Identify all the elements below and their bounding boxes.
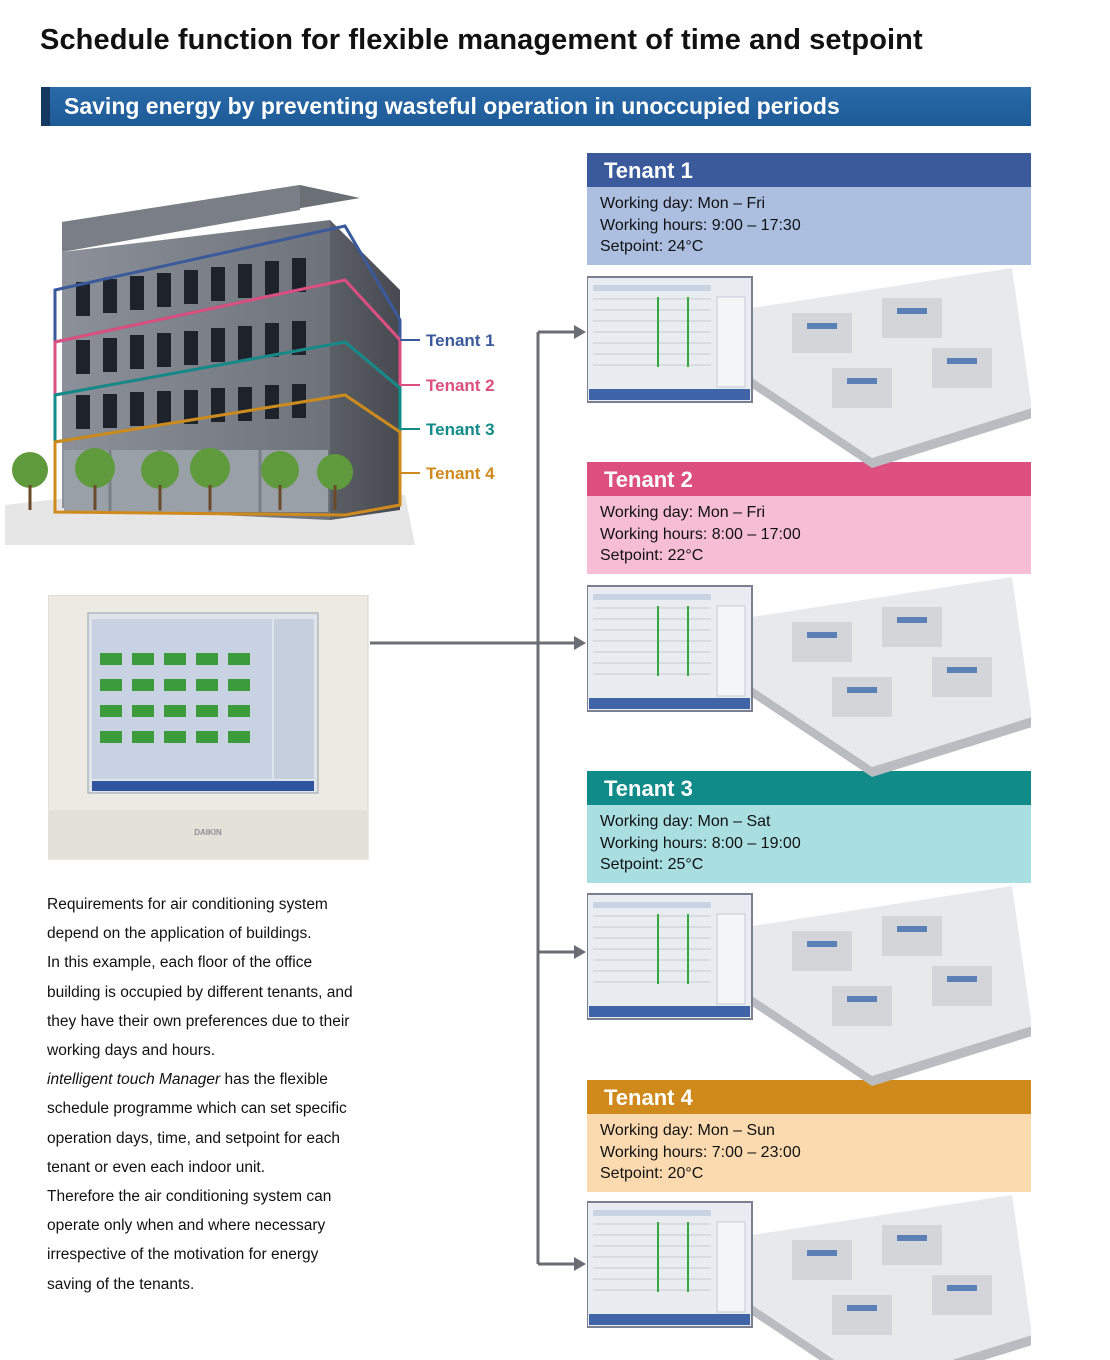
subtitle-banner: Saving energy by preventing wasteful ope… xyxy=(41,87,1031,126)
body-line: depend on the application of buildings. xyxy=(47,925,312,943)
arrow-right-icon xyxy=(574,945,586,959)
tenant-1-working-day: Working day: Mon – Fri xyxy=(600,195,766,212)
tenant-4-info: Working day: Mon – Sun Working hours: 7:… xyxy=(587,1114,1031,1192)
body-line: irrespective of the motivation for energ… xyxy=(47,1246,319,1264)
schedule-screen-image xyxy=(587,893,753,1020)
tenant-3-working-day: Working day: Mon – Sat xyxy=(600,813,771,830)
building-image xyxy=(5,185,420,545)
arrow-right-icon xyxy=(574,636,586,650)
tenant-2-working-day: Working day: Mon – Fri xyxy=(600,504,766,521)
arrow-right-icon xyxy=(574,325,586,339)
body-line: working days and hours. xyxy=(47,1042,216,1060)
tenant-4-header: Tenant 4 xyxy=(587,1080,1031,1114)
tenant-4-working-hours: Working hours: 7:00 – 23:00 xyxy=(600,1143,801,1161)
description-text: Requirements for air conditioning system… xyxy=(47,890,407,1299)
body-line: has the flexible xyxy=(220,1071,328,1089)
tenant-illustrations xyxy=(587,268,1031,1360)
tenant-3-working-hours: Working hours: 8:00 – 19:00 xyxy=(600,834,801,852)
tenant-1-info: Working day: Mon – Fri Working hours: 9:… xyxy=(587,187,1031,265)
building-label-tenant-3: Tenant 3 xyxy=(426,420,495,439)
touch-controller-image: DAIKIN xyxy=(48,595,369,860)
tenant-2-info: Working day: Mon – Fri Working hours: 8:… xyxy=(587,496,1031,574)
tenant-1-setpoint: Setpoint: 24°C xyxy=(600,238,704,255)
product-name: intelligent touch Manager xyxy=(47,1071,221,1089)
body-line: tenant or even each indoor unit. xyxy=(47,1158,266,1176)
tenant-4-working-day: Working day: Mon – Sun xyxy=(600,1122,775,1139)
subtitle-text: Saving energy by preventing wasteful ope… xyxy=(64,93,840,119)
tenant-3-header: Tenant 3 xyxy=(587,771,1031,805)
page-title: Schedule function for flexible managemen… xyxy=(40,24,923,56)
schedule-screen-image xyxy=(587,276,753,403)
body-line: they have their own preferences due to t… xyxy=(47,1012,350,1030)
tenant-3-info: Working day: Mon – Sat Working hours: 8:… xyxy=(587,805,1031,883)
tenant-1-header: Tenant 1 xyxy=(587,153,1031,187)
arrow-right-icon xyxy=(574,1257,586,1271)
device-brand: DAIKIN xyxy=(194,828,222,837)
tenant-2-setpoint: Setpoint: 22°C xyxy=(600,547,704,564)
schedule-screen-image xyxy=(587,1201,753,1328)
tenant-1-working-hours: Working hours: 9:00 – 17:30 xyxy=(600,216,801,234)
connector-arrows xyxy=(370,325,586,1271)
body-line: schedule programme which can set specifi… xyxy=(47,1100,347,1118)
body-line: Requirements for air conditioning system xyxy=(47,896,328,913)
body-line: In this example, each floor of the offic… xyxy=(47,954,313,972)
tenant-2-working-hours: Working hours: 8:00 – 17:00 xyxy=(600,525,801,543)
building-label-tenant-2: Tenant 2 xyxy=(426,376,495,395)
tenant-2-header: Tenant 2 xyxy=(587,462,1031,496)
tenant-3-setpoint: Setpoint: 25°C xyxy=(600,856,704,873)
building-label-tenant-4: Tenant 4 xyxy=(426,464,495,483)
tenant-4-setpoint: Setpoint: 20°C xyxy=(600,1165,704,1182)
building-label-tenant-1: Tenant 1 xyxy=(426,331,495,350)
body-line: operation days, time, and setpoint for e… xyxy=(47,1129,340,1147)
body-line: saving of the tenants. xyxy=(47,1275,195,1293)
body-line: Therefore the air conditioning system ca… xyxy=(47,1188,332,1206)
schedule-screen-image xyxy=(587,585,753,712)
body-line: building is occupied by different tenant… xyxy=(47,983,353,1001)
body-line: operate only when and where necessary xyxy=(47,1217,326,1235)
